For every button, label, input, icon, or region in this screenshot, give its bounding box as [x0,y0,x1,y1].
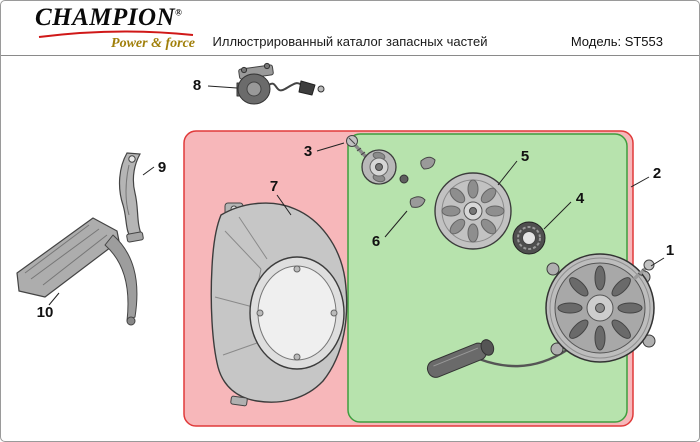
recoil-reel-part [434,172,512,250]
header: CHAMPION® Power & force Иллюстрированный… [1,1,699,56]
callout-5: 5 [521,148,529,165]
model-label: Модель: ST553 [570,34,663,49]
callout-4: 4 [576,190,585,207]
leader-lines [48,85,665,306]
callout-6: 6 [372,233,380,250]
pin-part [399,174,409,184]
flange-bolt-part [632,259,655,281]
starter-rope [478,348,568,368]
callout-2: 2 [653,165,661,182]
callout-1: 1 [666,242,674,259]
callout-3: 3 [304,143,312,160]
parts-diagram: 1 2 3 4 5 6 7 8 9 10 [16,62,674,427]
callout-10: 10 [37,304,54,321]
pawl-parts [409,156,436,208]
callout-8: 8 [193,77,201,94]
page-title: Иллюстрированный каталог запасных частей [212,34,488,49]
callout-9: 9 [158,159,166,176]
starter-handle [426,339,495,378]
brand-tagline: Power & force [111,36,195,52]
guard-part [16,217,138,326]
spring-part [512,221,546,255]
ignition-coil-part [236,62,325,105]
screw-part [346,135,368,159]
recoil-starter-assembly [545,253,656,363]
logo-swoosh [38,30,194,39]
bracket-part [118,152,144,243]
callout-7: 7 [270,178,278,195]
brand-name: CHAMPION® [35,4,197,31]
brand-logo: CHAMPION® Power & force [35,4,197,52]
registered-mark: ® [175,7,183,18]
starter-pulley-part [361,149,397,185]
brand-text: CHAMPION [35,4,176,31]
fan-cover-part [210,202,348,407]
